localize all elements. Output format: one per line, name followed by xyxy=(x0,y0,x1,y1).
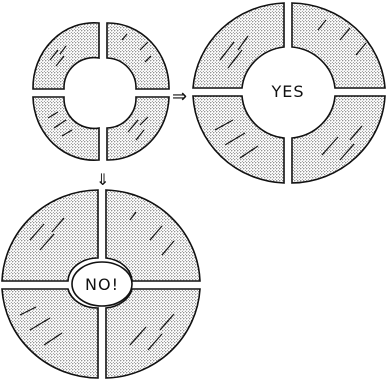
small-ring-bottom-right-quadrant xyxy=(107,97,169,160)
small-ring-top-right-quadrant xyxy=(107,23,169,89)
yes-label: YES xyxy=(270,82,304,101)
yes-ring-top-right-quadrant xyxy=(292,3,385,88)
yes-ring-bottom-right-quadrant xyxy=(292,96,385,183)
small-ring-bottom-left-quadrant xyxy=(33,97,99,160)
right-arrow: ⇒ xyxy=(172,86,187,107)
yes-ring-top-left-quadrant xyxy=(193,3,284,88)
yes-ring-bottom-left-quadrant xyxy=(193,96,284,183)
down-arrow: ⇓ xyxy=(96,170,109,189)
no-ring: NO! xyxy=(2,190,200,378)
no-ring-bottom-left-quadrant xyxy=(2,289,98,378)
yes-ring: YES xyxy=(193,3,385,183)
small-ring xyxy=(33,23,169,160)
no-label: NO! xyxy=(85,275,119,294)
small-ring-top-left-quadrant xyxy=(33,23,99,89)
